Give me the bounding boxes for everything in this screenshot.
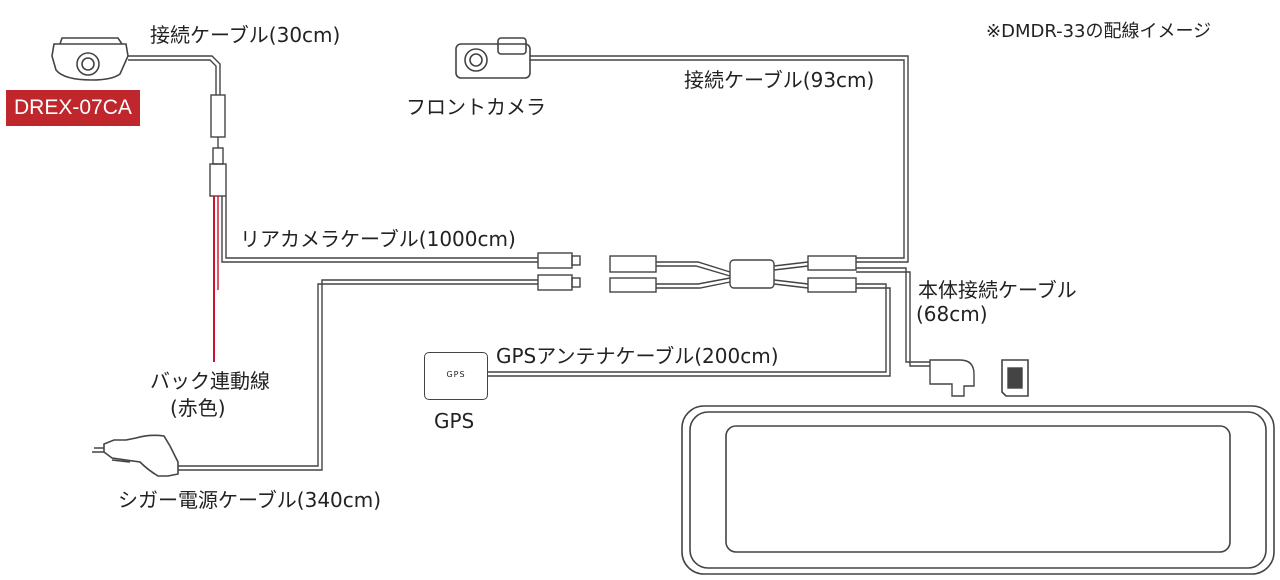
label-front-connection-cable: 接続ケーブル(93cm) — [684, 68, 875, 92]
cigar-power-cable — [178, 274, 581, 471]
label-front-camera: フロントカメラ — [406, 95, 546, 119]
label-gps-antenna-cable: GPSアンテナケーブル(200cm) — [496, 344, 779, 368]
label-gps: GPS — [434, 409, 475, 433]
label-back-wire: バック連動線 — [150, 369, 270, 393]
label-rear-connection-cable: 接続ケーブル(30cm) — [150, 23, 341, 47]
gps-antenna-box: GPS — [424, 352, 488, 400]
sd-card-icon — [1001, 359, 1029, 397]
front-camera-cable — [530, 55, 909, 263]
gps-antenna-cable — [486, 283, 891, 377]
label-main-unit-cable: 本体接続ケーブル — [918, 278, 1077, 302]
label-back-wire-color: (赤色) — [170, 396, 226, 420]
rear-camera-model-badge: DREX-07CA — [6, 90, 140, 126]
l-connector — [929, 359, 975, 397]
rear-connection-cable — [128, 55, 226, 148]
label-main-unit-cable-length: (68cm) — [916, 302, 988, 326]
diagram-note: ※DMDR-33の配線イメージ — [986, 21, 1212, 42]
y-splitter — [609, 255, 857, 293]
front-camera-icon — [455, 37, 531, 79]
main-unit-cable — [856, 267, 930, 367]
label-cigar-power-cable: シガー電源ケーブル(340cm) — [118, 488, 382, 512]
cigar-plug-icon — [92, 434, 179, 477]
mirror-monitor — [681, 405, 1275, 575]
rear-camera-icon — [51, 37, 129, 81]
label-rear-camera-cable: リアカメラケーブル(1000cm) — [240, 227, 516, 251]
rear-camera-cable-top — [209, 147, 581, 269]
